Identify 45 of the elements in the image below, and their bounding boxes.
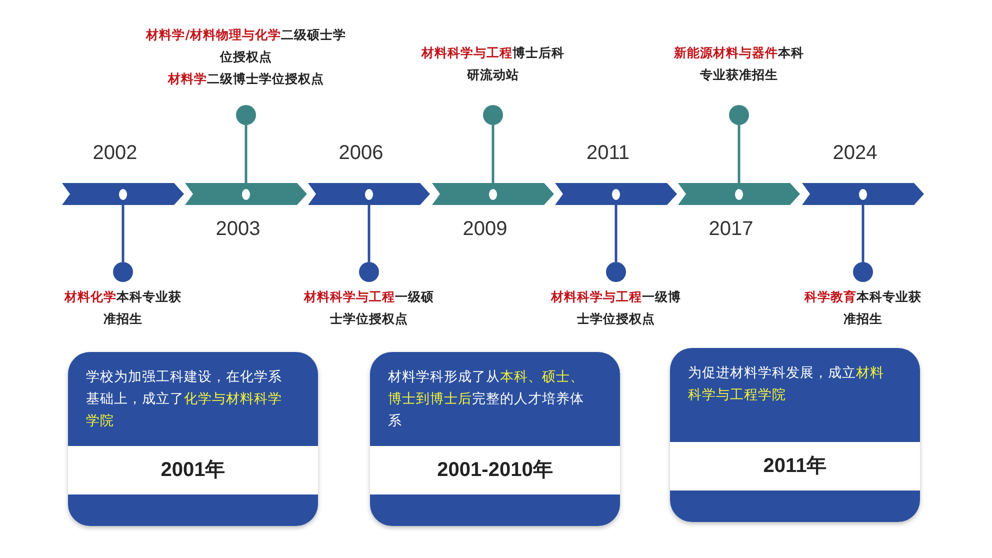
timeline-segment (308, 183, 430, 205)
event-dot (729, 105, 749, 125)
event-text: 材料科学与工程一级博士学位授权点 (550, 288, 682, 328)
milestone-card (68, 352, 318, 526)
connector-line (738, 125, 740, 183)
event-dot (853, 262, 873, 282)
year-label: 2006 (338, 142, 384, 165)
milestone-card (670, 348, 920, 522)
card-text: 为促进材料学科发展，成立材料科学与工程学院 (688, 364, 884, 405)
event-text: 材料学/材料物理与化学二级硕士学位授权点 (144, 26, 347, 66)
connector-line (492, 125, 494, 183)
connector-line (862, 205, 864, 262)
event-text: 材料学二级博士学位授权点 (166, 70, 325, 88)
timeline-segment (62, 183, 184, 205)
year-label: 2002 (92, 142, 138, 165)
event-dot (483, 105, 503, 125)
event-text: 材料化学本科专业获准招生 (63, 288, 182, 328)
event-dot (359, 262, 379, 282)
card-text: 学校为加强工科建设，在化学系基础上，成立了化学与材料科学学院 (86, 368, 282, 431)
event-text: 材料科学与工程一级硕士学位授权点 (302, 288, 435, 328)
timeline-segment (555, 183, 677, 205)
year-label: 2017 (708, 218, 754, 241)
event-text: 科学教育本科专业获准招生 (803, 288, 922, 328)
event-dot (113, 262, 133, 282)
event-dot (606, 262, 626, 282)
connector-line (244, 125, 248, 183)
timeline-segment (432, 183, 554, 205)
year-label: 2024 (832, 142, 878, 165)
card-year: 2001-2010年 (436, 458, 554, 483)
connector-line (368, 205, 370, 262)
timeline-segment (802, 183, 924, 205)
timeline-segment (678, 183, 800, 205)
year-label: 2009 (462, 218, 508, 241)
event-text: 材料科学与工程博士后科研流动站 (420, 44, 566, 84)
year-label: 2011 (585, 142, 630, 165)
connector-line (122, 205, 124, 262)
connector-line (614, 205, 618, 262)
timeline-segment (185, 183, 307, 205)
year-label: 2003 (214, 218, 262, 241)
card-year: 2011年 (762, 454, 828, 479)
event-dot (236, 105, 256, 125)
event-text: 新能源材料与器件本科专业获准招生 (673, 44, 805, 84)
card-year: 2001年 (160, 458, 226, 483)
milestone-card (370, 352, 620, 526)
card-text: 材料学科形成了从本科、硕士、博士到博士后完整的人才培养体系 (388, 368, 584, 431)
